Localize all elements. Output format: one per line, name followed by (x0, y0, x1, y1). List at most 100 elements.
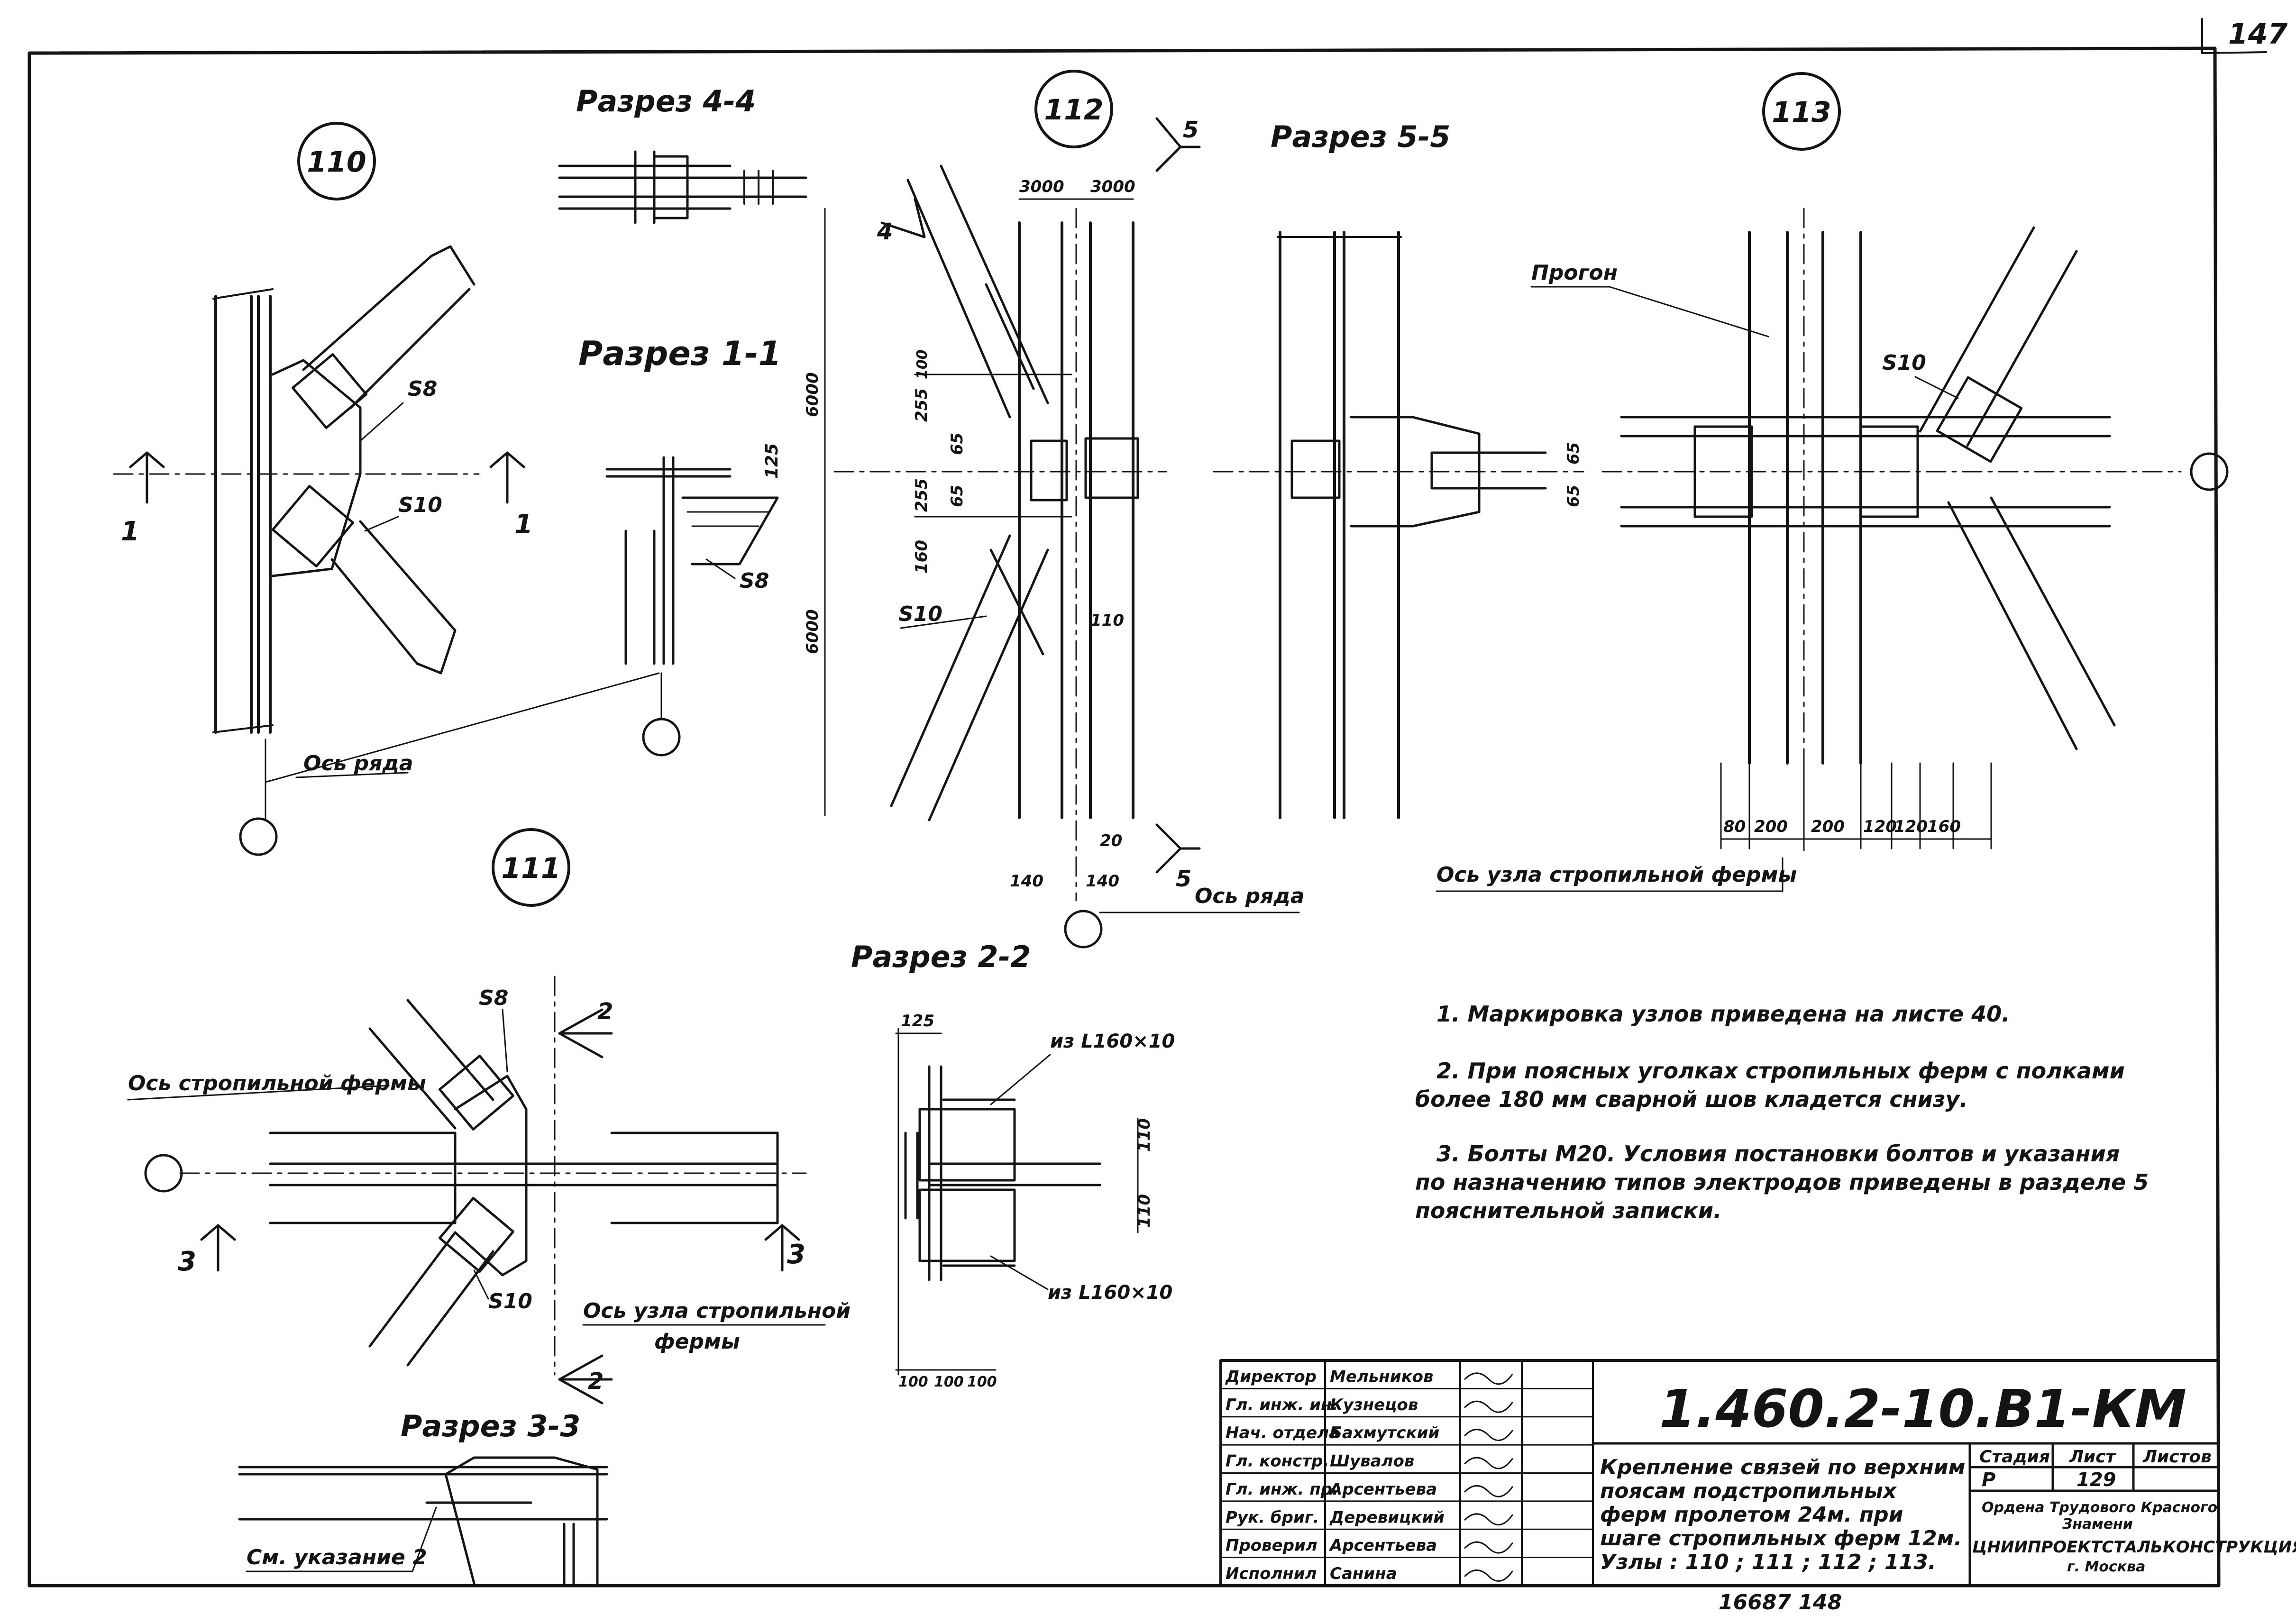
section-2-2: Разрез 2-2 125 110 110 100 100 100 из L1… (851, 940, 1175, 1390)
arrow-1-left: 1 (121, 516, 139, 547)
dim-3000-left: 3000 (1019, 177, 1064, 196)
title-block-role: Гл. констр. (1226, 1452, 1329, 1471)
dim-120-left: 120 (1863, 817, 1897, 836)
note-2-line-1: 2. При поясных уголках стропильных ферм … (1436, 1058, 2125, 1084)
node-110-circle (297, 122, 376, 201)
axis-bubble-110 (239, 817, 278, 856)
arrow-3-right: 3 (787, 1239, 805, 1270)
dim-125-b: 125 (901, 1012, 934, 1031)
title-desc-3: ферм пролетом 24м. при (1600, 1503, 1903, 1527)
truss-node-axis-label: Ось узла стропильной фермы (1436, 863, 1797, 887)
dim-125: 125 (762, 443, 782, 479)
angle-label-bottom: из L160×10 (1048, 1282, 1172, 1304)
purlin-label: Прогон (1531, 261, 1618, 285)
signature-mark (1464, 1457, 1513, 1469)
thickness-s8-111: S8 (479, 986, 508, 1010)
general-notes: 1. Маркировка узлов приведена на листе 4… (1415, 1001, 2149, 1223)
signature-mark (1464, 1400, 1513, 1413)
section-3-3-title: Разрез 3-3 (401, 1409, 580, 1443)
org-line-2: Знамени (2062, 1516, 2133, 1533)
node-112-number: 112 (1044, 93, 1103, 127)
signature-mark (1464, 1569, 1513, 1582)
title-block-name: Шувалов (1330, 1452, 1414, 1471)
org-city: г. Москва (2067, 1559, 2145, 1575)
title-block-role: Гл. инж. пр. (1226, 1480, 1338, 1499)
dim-200-left: 200 (1754, 817, 1788, 836)
dim-100-a: 100 (898, 1374, 928, 1390)
arrow-2-bottom: 2 (588, 1368, 604, 1395)
note-3-line-1: 3. Болты М20. Условия постановки болтов … (1436, 1141, 2120, 1167)
arrow-3-left: 3 (178, 1246, 196, 1277)
title-block-name: Санина (1330, 1564, 1397, 1583)
section-4-4-title: Разрез 4-4 (576, 84, 756, 119)
axis-bubble-111 (144, 1154, 183, 1193)
axis-row-label: Ось ряда (303, 751, 413, 776)
axis-bubble-113 (2190, 452, 2229, 491)
section-3-3: Разрез 3-3 См. указание 2 (238, 1409, 608, 1585)
title-block-role: Рук. бриг. (1226, 1508, 1319, 1527)
node-axis-label-a: Ось узла стропильной (583, 1299, 851, 1323)
title-desc-1: Крепление связей по верхним (1600, 1455, 1966, 1479)
section-1-1-title: Разрез 1-1 (578, 334, 781, 373)
thickness-s10-111: S10 (488, 1289, 532, 1314)
title-block-name: Деревицкий (1329, 1508, 1445, 1527)
dim-160: 160 (912, 540, 931, 574)
signature-mark (1464, 1541, 1513, 1554)
title-block-role: Проверил (1226, 1536, 1317, 1555)
org-name: ЦНИИПРОЕКТСТАЛЬКОНСТРУКЦИЯ (1972, 1538, 2296, 1557)
node-111-number: 111 (501, 852, 560, 885)
node-110-number: 110 (307, 146, 366, 179)
axis-bubble-112 (1064, 910, 1103, 949)
sheets-label: Листов (2142, 1447, 2212, 1467)
thickness-s10-112: S10 (898, 602, 942, 626)
node-111: 111 Ось стропильной фермы S8 S10 2 2 3 3… (127, 828, 851, 1405)
title-desc-4: шаге стропильных ферм 12м. (1600, 1526, 1962, 1551)
title-block-role: Гл. инж. ин. (1226, 1396, 1338, 1414)
note-3-line-2: по назначению типов электродов приведены… (1415, 1169, 2149, 1195)
node-axis-label-b: фермы (654, 1330, 740, 1354)
thickness-s10-110: S10 (398, 493, 442, 517)
see-note-label: См. указание 2 (247, 1545, 427, 1569)
title-desc-5: Узлы : 110 ; 111 ; 112 ; 113. (1600, 1550, 1936, 1574)
stage-value: Р (1982, 1469, 1995, 1491)
dim-200-right: 200 (1811, 817, 1845, 836)
section-1-1: Разрез 1-1 125 S8 (578, 334, 782, 757)
dim-65-upper: 65 (1564, 442, 1583, 465)
axis-row-label-2: Ось ряда (1195, 884, 1305, 908)
signature-mark (1464, 1429, 1513, 1441)
thickness-s8-110: S8 (408, 377, 437, 401)
stage-label: Стадия (1979, 1447, 2050, 1467)
org-line-1: Ордена Трудового Красного (1982, 1499, 2217, 1516)
title-block-role: Исполнил (1226, 1564, 1317, 1583)
node-112-circle (1034, 70, 1113, 148)
signature-mark (1464, 1513, 1513, 1526)
node-112: 112 3000 3000 6000 6000 255 100 65 65 25… (803, 70, 1305, 949)
drawing-code: 1.460.2-10.В1-КМ (1659, 1378, 2186, 1439)
signature-mark (1464, 1485, 1513, 1497)
arrow-1-right: 1 (514, 509, 533, 540)
node-110: 110 1 1 S8 S10 Ось ряда (113, 122, 660, 856)
dim-255-bottom: 255 (912, 478, 931, 512)
title-block-name: Арсентьева (1328, 1480, 1437, 1499)
title-block-role: Нач. отдела (1226, 1423, 1340, 1442)
note-1: 1. Маркировка узлов приведена на листе 4… (1436, 1001, 2010, 1027)
arrow-4: 4 (877, 219, 893, 245)
dim-140-left: 140 (1010, 872, 1043, 891)
node-113-number: 113 (1772, 96, 1831, 129)
dim-65-bottom: 65 (948, 485, 967, 507)
title-block-name: Бахмутский (1330, 1423, 1439, 1442)
dim-255-top: 255 (912, 388, 931, 422)
dim-110-top: 110 (1135, 1118, 1154, 1152)
dim-3000-right: 3000 (1090, 177, 1135, 196)
title-block-name: Кузнецов (1330, 1396, 1418, 1414)
title-block-role: Директор (1225, 1367, 1317, 1386)
dim-65-top: 65 (948, 433, 967, 455)
axis-bubble-11 (642, 718, 681, 757)
sheet-value: 129 (2076, 1469, 2116, 1491)
note-3-line-3: пояснительной записки. (1415, 1198, 1721, 1223)
dim-160-b: 160 (1927, 817, 1961, 836)
section-4-4: Разрез 4-4 (558, 84, 807, 224)
page-number: 147 (2228, 18, 2287, 51)
